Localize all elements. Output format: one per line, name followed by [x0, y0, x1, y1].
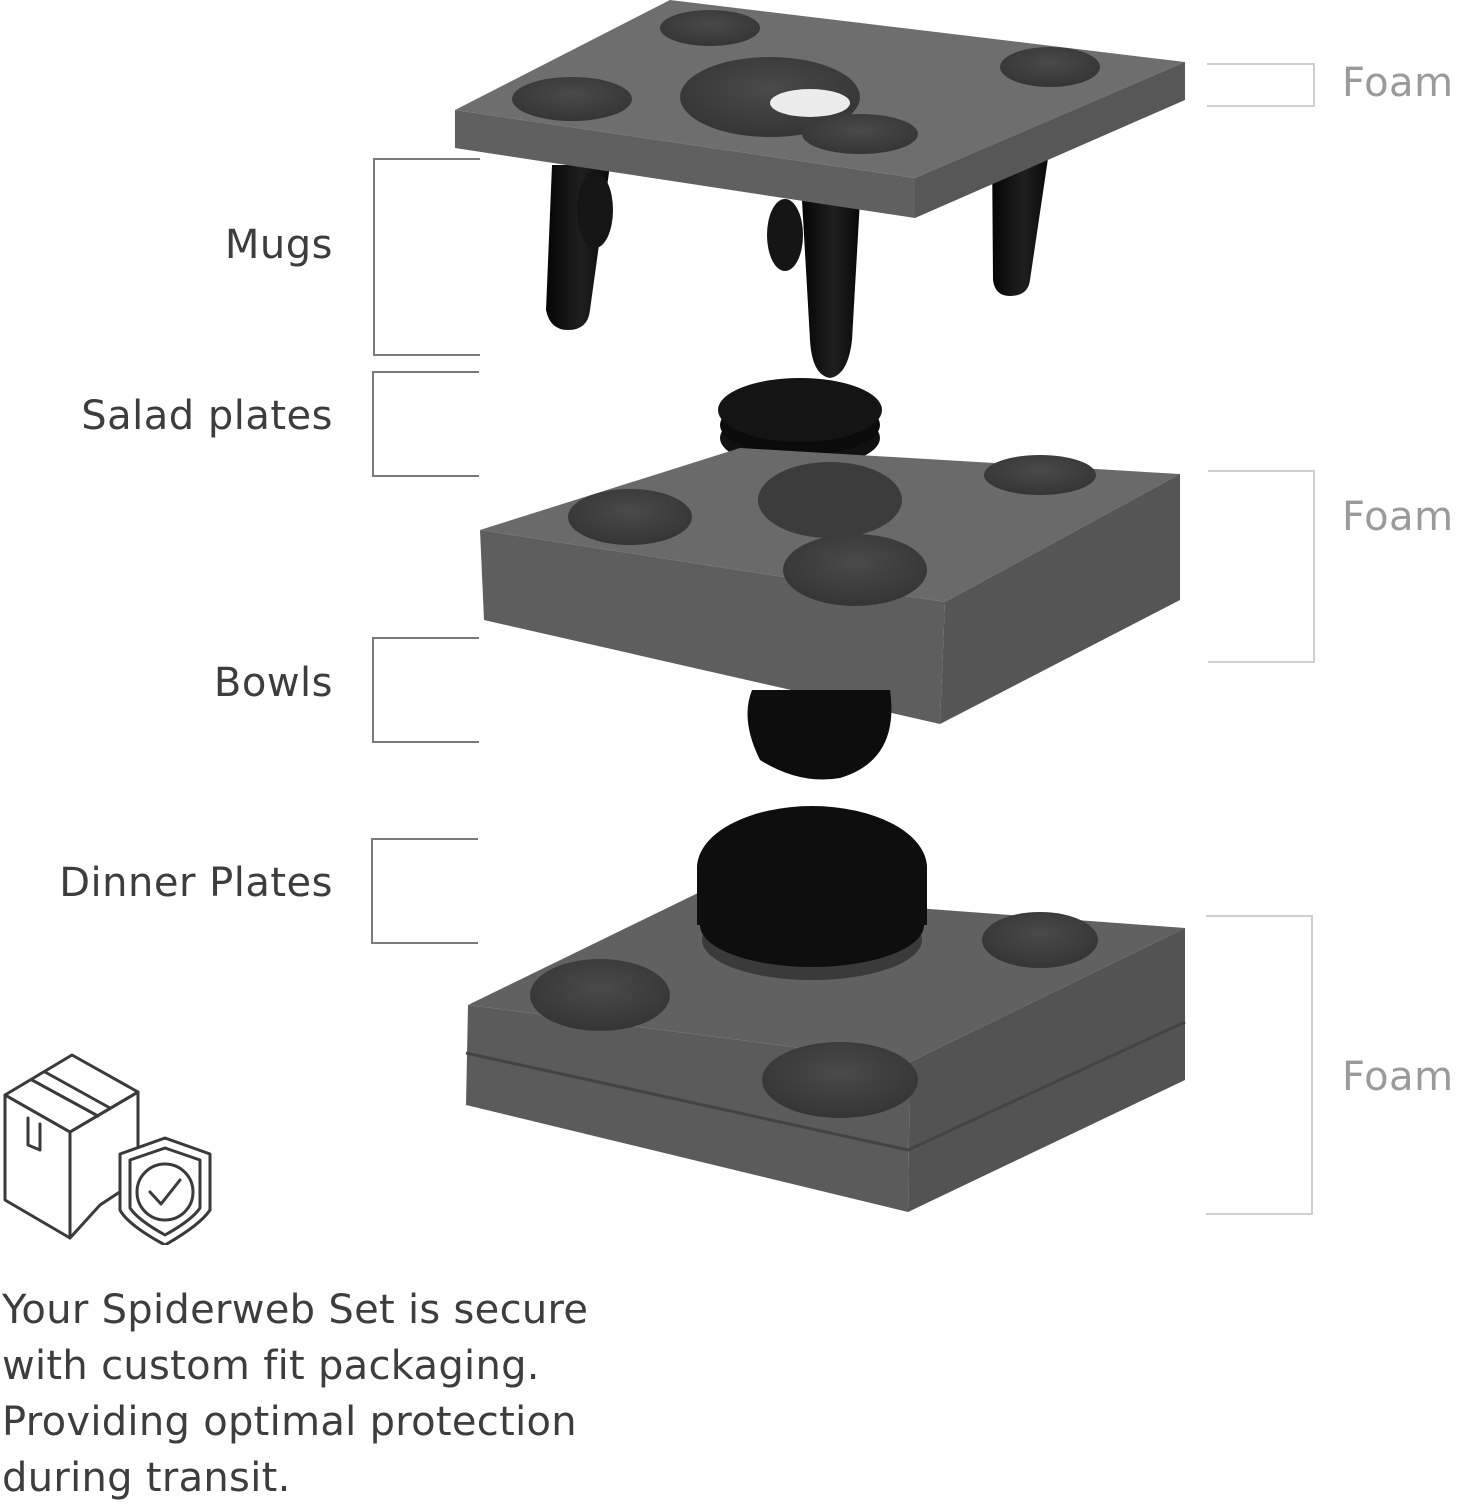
foam-bottom: [465, 808, 1186, 1212]
label-dinner-plates: Dinner Plates: [59, 860, 333, 906]
caption-line-2: with custom fit packaging.: [2, 1343, 540, 1389]
caption-text: Your Spiderweb Set is secure with custom…: [2, 1282, 722, 1506]
caption-line-1: Your Spiderweb Set is secure: [2, 1287, 589, 1333]
caption-line-4: during transit.: [2, 1455, 291, 1501]
label-foam-top: Foam: [1342, 60, 1454, 106]
caption-line-3: Providing optimal protection: [2, 1399, 577, 1445]
package-shield-check-icon: [0, 1050, 230, 1245]
label-foam-middle: Foam: [1342, 494, 1454, 540]
bracket-foam-bottom: [1206, 915, 1313, 1215]
bracket-bowls: [372, 637, 479, 743]
packaging-illustration-svg: [455, 0, 1186, 1212]
label-salad-plates: Salad plates: [81, 393, 333, 439]
bracket-foam-top: [1207, 63, 1315, 107]
label-foam-bottom: Foam: [1342, 1054, 1454, 1100]
mugs-group: [546, 145, 1050, 378]
bracket-dinner-plates: [371, 838, 478, 944]
label-bowls: Bowls: [213, 660, 333, 706]
bracket-foam-middle: [1208, 470, 1315, 663]
bowls-stack: [747, 690, 892, 780]
label-mugs: Mugs: [224, 222, 333, 268]
foam-top: [455, 0, 1185, 218]
bracket-mugs: [373, 158, 480, 356]
foam-middle: [480, 448, 1180, 724]
exploded-packaging-illustration: [440, 0, 1200, 1230]
bracket-salad-plates: [372, 371, 479, 477]
